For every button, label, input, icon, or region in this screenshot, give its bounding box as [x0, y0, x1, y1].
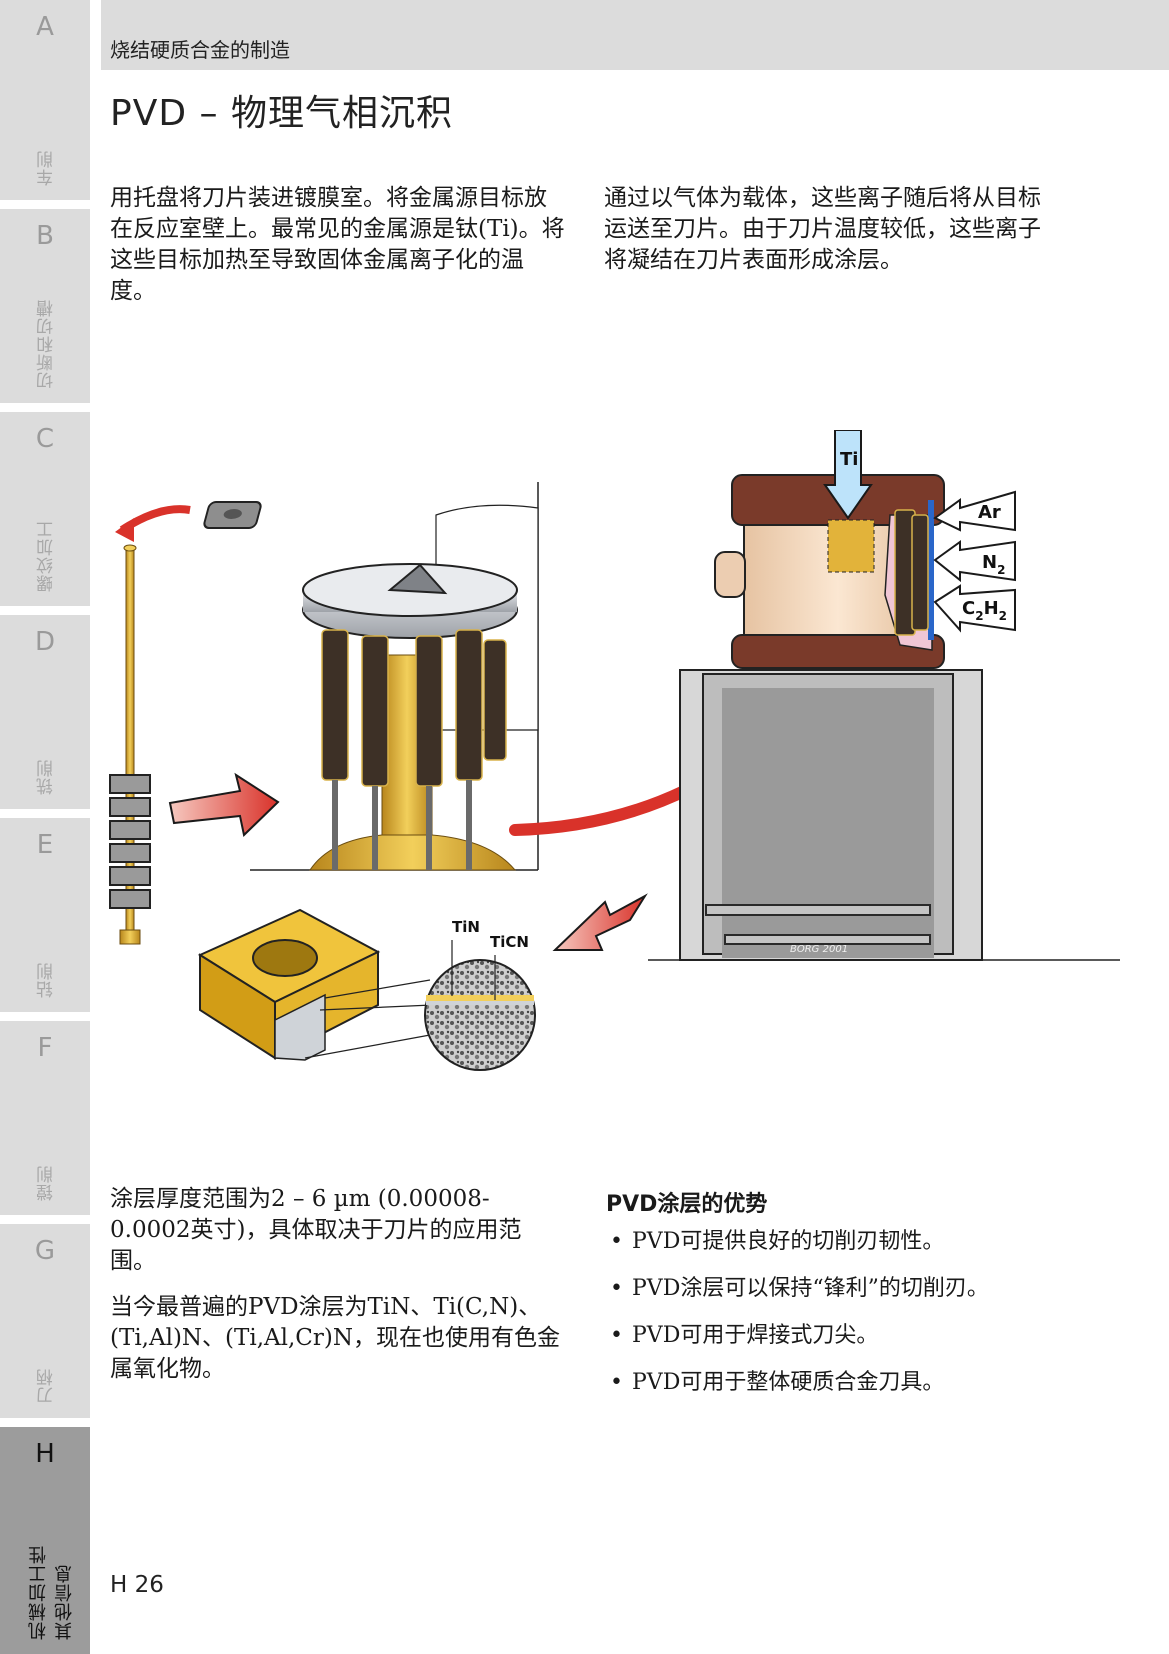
insert-stack: [109, 774, 151, 909]
bullet-icon: •: [610, 1276, 623, 1301]
fixture-columns: [321, 629, 507, 787]
tab-label: 车削: [37, 150, 57, 186]
label-n2: N2: [982, 552, 1005, 577]
coated-insert: TiN TiCN: [197, 908, 536, 1071]
page-title: PVD – 物理气相沉积: [110, 93, 453, 134]
list-item-text: PVD可用于整体硬质合金刀具。: [632, 1370, 945, 1395]
tab-label: 铣削: [37, 759, 57, 795]
tab-c[interactable]: C 螺纹加工: [0, 412, 90, 606]
loading-rod: [109, 501, 262, 945]
tab-letter: C: [35, 424, 55, 454]
arrow-to-fixture: [168, 772, 280, 837]
tab-d[interactable]: D 铣削: [0, 615, 90, 809]
list-item: • PVD可提供良好的切削刃韧性。: [606, 1228, 1076, 1256]
list-item: • PVD涂层可以保持“锋利”的切削刃。: [606, 1275, 1076, 1303]
list-item-text: PVD涂层可以保持“锋利”的切削刃。: [632, 1276, 989, 1301]
tab-e[interactable]: E 钻削: [0, 818, 90, 1012]
label-ti: Ti: [840, 449, 858, 470]
section-sidebar: A 车削 B 切断和切槽 C 螺纹加工 D 铣削 E 钻削 F 镗削 G 刀柄 …: [0, 0, 90, 1654]
list-item-text: PVD可用于焊接式刀尖。: [632, 1323, 879, 1348]
advantages-list: • PVD可提供良好的切削刃韧性。 • PVD涂层可以保持“锋利”的切削刃。 • PV…: [606, 1228, 1076, 1416]
illustration-credit: BORG 2001: [790, 944, 848, 955]
tab-letter: G: [34, 1236, 56, 1266]
pvd-process-illustration: BORG 2001 Ti Ar N2 C2H2: [109, 430, 1120, 1071]
bullet-icon: •: [610, 1229, 623, 1254]
tab-letter: H: [35, 1439, 55, 1469]
arrow-to-insert: [552, 893, 648, 951]
tab-letter: F: [37, 1033, 53, 1063]
tab-f[interactable]: F 镗削: [0, 1021, 90, 1215]
tab-label: 切断和切槽: [37, 299, 57, 389]
tab-a[interactable]: A 车削: [0, 0, 90, 200]
tab-label: 镗削: [37, 1165, 57, 1201]
coating-fixture: [250, 482, 539, 871]
list-item: • PVD可用于焊接式刀尖。: [606, 1322, 1076, 1350]
label-ar: Ar: [978, 502, 1001, 523]
label-ticn: TiCN: [490, 933, 529, 951]
section-title: 烧结硬质合金的制造: [110, 38, 290, 62]
list-item: • PVD可用于整体硬质合金刀具。: [606, 1369, 1076, 1397]
tab-b[interactable]: B 切断和切槽: [0, 209, 90, 403]
tab-letter: A: [36, 12, 54, 42]
bullet-icon: •: [610, 1323, 623, 1348]
tab-g[interactable]: G 刀柄: [0, 1224, 90, 1418]
label-c2h2: C2H2: [962, 598, 1007, 623]
tab-label: 刀柄: [37, 1368, 57, 1404]
tab-h[interactable]: H 机械加工性 其他信息: [0, 1427, 90, 1654]
intro-right: 通过以气体为载体，这些离子随后将从目标运送至刀片。由于刀片温度较低，这些离子将凝…: [604, 185, 1041, 273]
intro-left: 用托盘将刀片装进镀膜室。将金属源目标放在反应室壁上。最常见的金属源是钛(Ti)。…: [110, 185, 565, 304]
header-bar: [101, 0, 1169, 70]
coating-thickness-text: 涂层厚度范围为2 – 6 µm (0.00008-0.0002英寸)，具体取决于…: [110, 1186, 522, 1274]
tab-letter: D: [34, 627, 56, 657]
bullet-icon: •: [610, 1370, 623, 1395]
page-number: H 26: [110, 1572, 164, 1598]
pvd-chamber: BORG 2001 Ti Ar N2 C2H2: [648, 430, 1120, 961]
tab-letter: B: [36, 221, 54, 251]
common-coatings-text: 当今最普遍的PVD涂层为TiN、Ti(C,N)、(Ti,Al)N、(Ti,Al,…: [110, 1294, 560, 1382]
tab-label: 钻削: [37, 962, 57, 998]
tab-letter: E: [36, 830, 54, 860]
label-tin: TiN: [452, 918, 480, 936]
advantages-heading: PVD涂层的优势: [606, 1192, 768, 1217]
list-item-text: PVD可提供良好的切削刃韧性。: [632, 1229, 945, 1254]
tab-label: 螺纹加工: [37, 520, 57, 592]
tab-label: 机械加工性 其他信息: [28, 1545, 75, 1640]
